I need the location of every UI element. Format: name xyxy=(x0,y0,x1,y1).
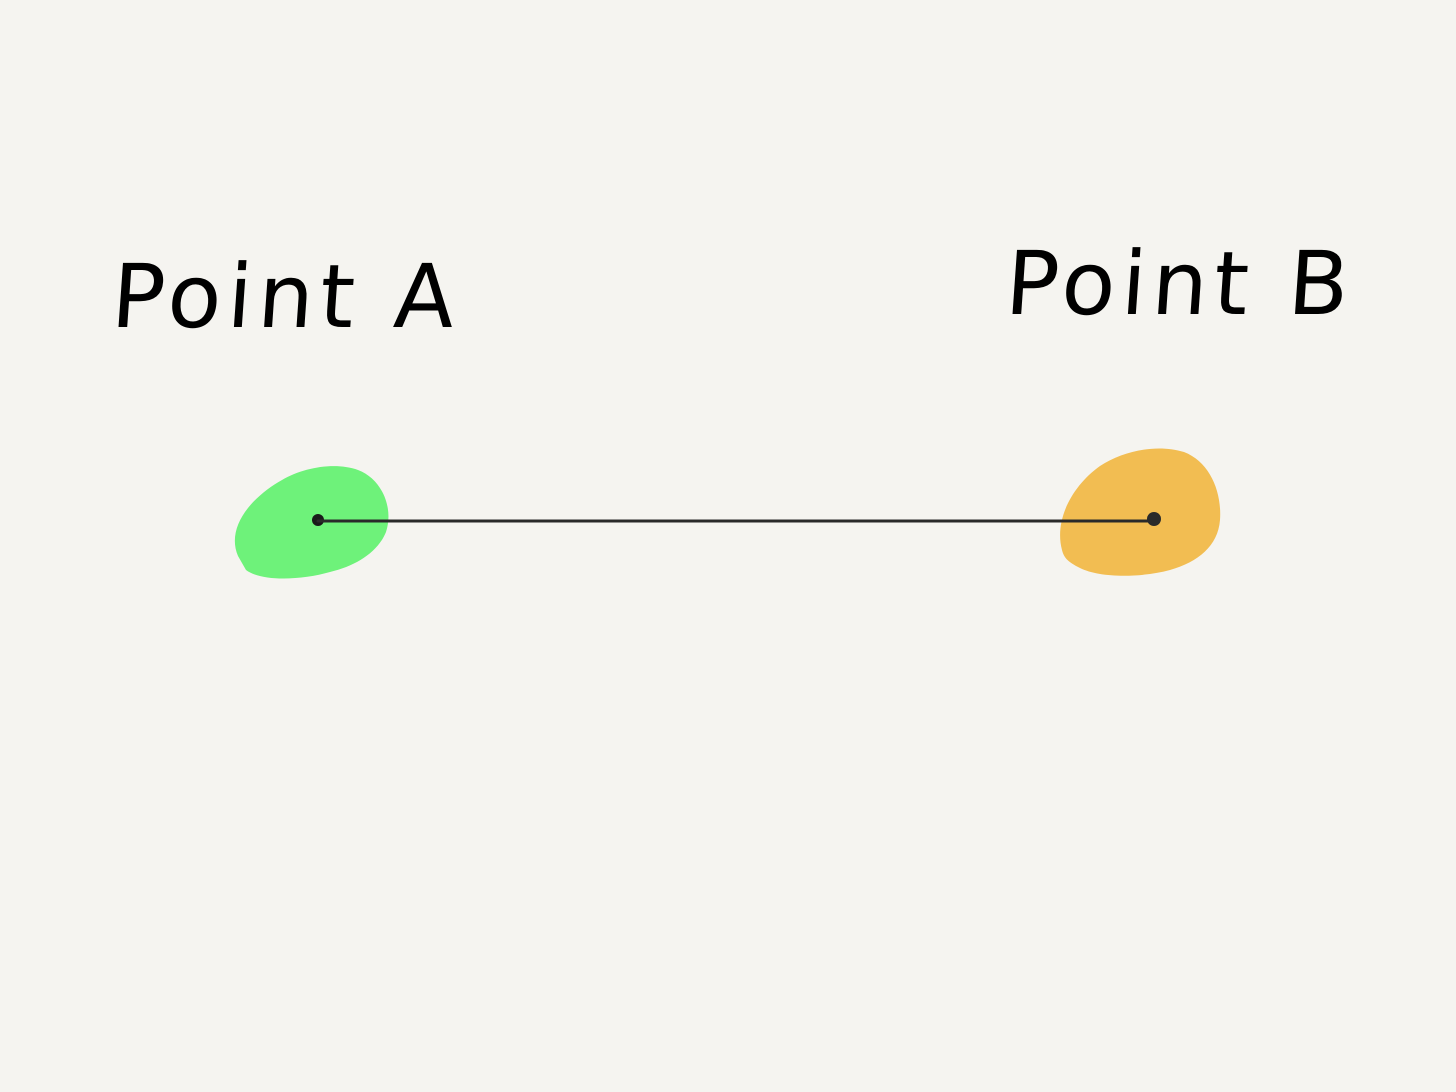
point-b-label: Point B xyxy=(1002,232,1359,335)
point-b-dot xyxy=(1147,512,1161,526)
point-a-label: Point A xyxy=(108,245,465,348)
point-b-blob xyxy=(1060,448,1221,576)
point-a-blob xyxy=(234,466,389,579)
point-b-node xyxy=(1060,448,1221,576)
